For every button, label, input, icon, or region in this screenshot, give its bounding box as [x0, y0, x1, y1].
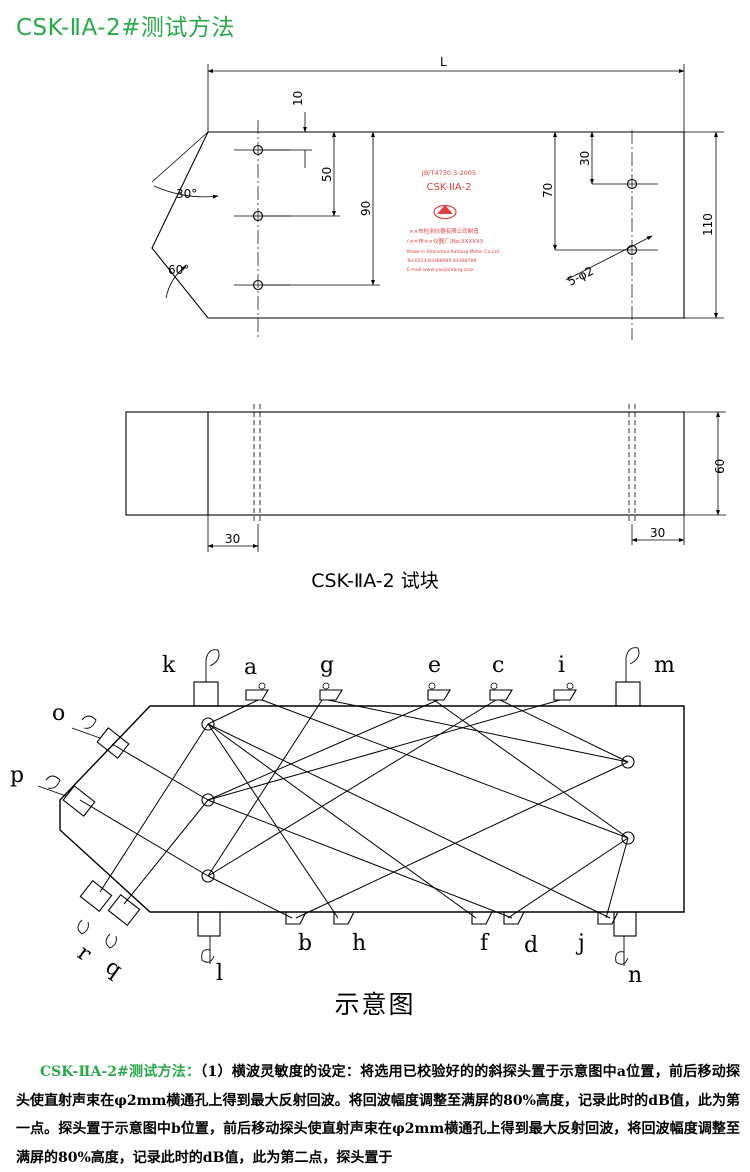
beam-paths: [79, 699, 629, 919]
hole: [201, 793, 215, 807]
stamp-line-2: CSK-IIA-2: [427, 182, 472, 193]
probe-label-r: r: [73, 940, 96, 967]
hole-spec-label: 5-φ2: [565, 264, 596, 289]
side-outline: [125, 411, 685, 516]
factory-logo-icon: [433, 204, 457, 220]
schematic-diagram: [37, 647, 685, 966]
probe-label-k: k: [162, 653, 176, 678]
probe-label-i: i: [558, 653, 565, 678]
dim-label-L: L: [440, 55, 447, 69]
block-outline: [151, 131, 685, 319]
schematic-block-outline: [59, 705, 685, 913]
probe-label-p: p: [10, 763, 24, 788]
hole: [626, 244, 638, 256]
hole: [626, 178, 638, 190]
hole: [201, 869, 215, 883]
dim-label-60: 60: [713, 459, 727, 474]
probe-label-m: m: [654, 653, 675, 678]
angle-label-30: 30°: [176, 187, 197, 201]
stamp-line-5: Made in Shenzhen Kaitong Meter Co.Ltd.: [407, 249, 501, 255]
instructions-paragraph: CSK-ⅡA-2#测试方法：（1）横波灵敏度的设定：将选用已校验好的的斜探头置于…: [16, 1058, 740, 1172]
block-side-view: [125, 404, 726, 552]
stamp-line-7: E-mail:www.yaojianfang.com: [407, 267, 474, 273]
probe-label-c: c: [492, 653, 504, 678]
hole: [621, 831, 635, 845]
dim-label-30-right: 30: [578, 151, 592, 166]
block-caption: CSK-ⅡA-2 试块: [311, 570, 439, 592]
dim-label-50: 50: [320, 167, 334, 182]
manufacturer-stamp: JB/T4730.3-2005 CSK-IIA-2 ××市检测仪器有限公司制造 …: [406, 169, 501, 273]
dim-label-90: 90: [359, 201, 373, 216]
hole: [201, 717, 215, 731]
probe-label-h: h: [352, 931, 366, 956]
hole: [621, 755, 635, 769]
probe-label-d: d: [524, 933, 538, 958]
dim-label-30-bottom-left: 30: [225, 532, 240, 546]
dim-label-10: 10: [291, 91, 305, 106]
probe-label-f: f: [480, 931, 490, 956]
stamp-line-1: JB/T4730.3-2005: [421, 169, 476, 177]
probe-label-n: n: [628, 963, 642, 988]
probe-label-j: j: [575, 931, 585, 956]
dim-label-70: 70: [541, 183, 555, 198]
stamp-line-6: Tel:0513-83388099 83398789: [406, 258, 476, 264]
probe-label-a: a: [244, 655, 257, 680]
schematic-caption: 示意图: [334, 990, 416, 1019]
stamp-line-3: ××市检测仪器有限公司制造: [409, 227, 479, 235]
dim-label-30-bottom-right: 30: [650, 526, 665, 540]
dim-label-110: 110: [701, 213, 715, 236]
instructions-body: （1）横波灵敏度的设定：将选用已校验好的的斜探头置于示意图中a位置，前后移动探头…: [16, 1064, 740, 1166]
probe-label-q: q: [101, 954, 127, 983]
probe-label-e: e: [428, 653, 441, 678]
probe-label-o: o: [52, 701, 65, 726]
probe-label-l: l: [216, 961, 223, 986]
block-top-view: [151, 64, 724, 340]
stamp-line-4: (××市××仪器厂)No.XXXXXX: [407, 237, 484, 245]
probe-label-g: g: [320, 653, 334, 678]
page-title: CSK-ⅡA-2#测试方法: [16, 15, 235, 41]
instructions-heading: CSK-ⅡA-2#测试方法：: [40, 1064, 201, 1080]
angle-label-60: 60°: [168, 263, 189, 277]
probe-label-b: b: [298, 931, 312, 956]
